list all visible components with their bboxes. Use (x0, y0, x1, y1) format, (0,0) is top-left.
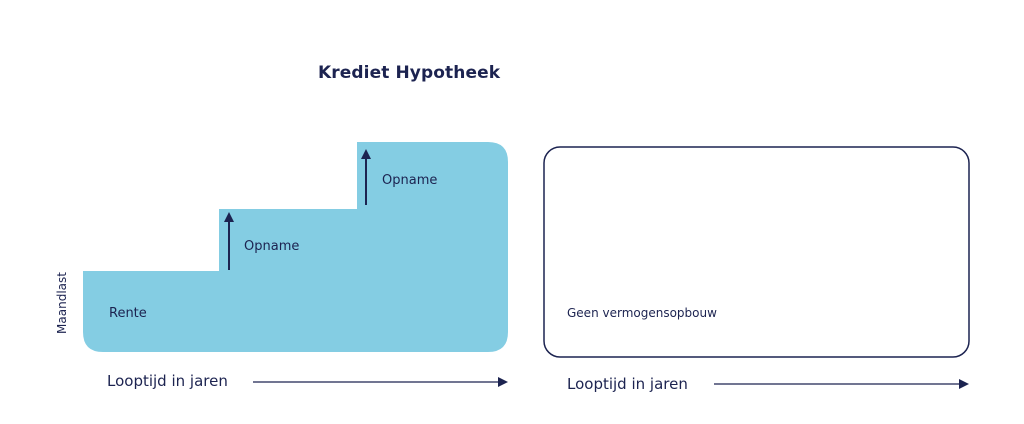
opname-arrow-2 (361, 149, 371, 205)
y-axis-label: Maandlast (55, 272, 69, 334)
opname-label-1: Opname (244, 239, 300, 254)
right-time-arrow (714, 379, 969, 389)
right-x-axis-label: Looptijd in jaren (567, 375, 688, 393)
no-wealth-label: Geen vermogensopbouw (567, 306, 717, 320)
diagram-title: Krediet Hypotheek (318, 63, 501, 83)
opname-label-2: Opname (382, 173, 438, 188)
no-wealth-box (543, 146, 970, 358)
left-time-arrow (253, 377, 508, 387)
opname-arrow-1 (224, 212, 234, 270)
left-x-axis-label: Looptijd in jaren (107, 372, 228, 390)
credit-step-shape (83, 142, 508, 352)
rente-label: Rente (109, 306, 147, 321)
